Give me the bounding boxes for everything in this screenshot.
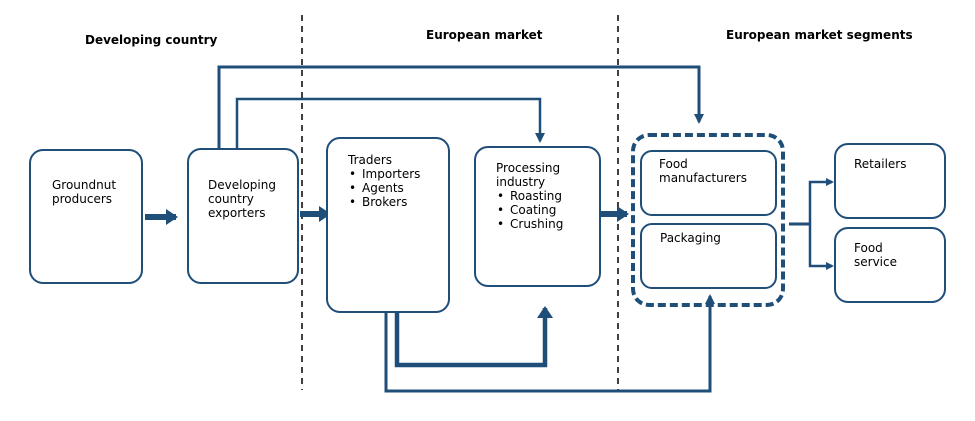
- processing-text: Processing industry Roasting Coating Cru…: [496, 161, 576, 231]
- arrow-to-retailers: [808, 178, 834, 224]
- segments-dashed-group: [631, 133, 785, 307]
- traders-item-brokers: Brokers: [348, 195, 420, 209]
- box-food-service: [834, 227, 946, 303]
- food-manufacturers-label: Food manufacturers: [659, 157, 747, 185]
- arrow-to-food-service: [808, 224, 834, 270]
- arrow-exporters-to-food-manufacturers: [217, 65, 704, 148]
- arrow-traders-to-packaging: [384, 294, 715, 393]
- processing-item-roasting: Roasting: [496, 189, 576, 203]
- processing-item-crushing: Crushing: [496, 217, 576, 231]
- exporters-label: Developing country exporters: [208, 178, 276, 220]
- traders-title: Traders: [348, 153, 393, 167]
- retailers-label: Retailers: [854, 157, 907, 171]
- processing-list: Roasting Coating Crushing: [496, 189, 576, 231]
- arrow-exporters-to-processing: [235, 97, 545, 148]
- traders-text: Traders Importers Agents Brokers: [348, 153, 420, 209]
- box-retailers: [834, 143, 946, 219]
- header-developing-country: Developing country: [85, 33, 218, 47]
- processing-title: Processing industry: [496, 161, 561, 189]
- box-packaging: [640, 223, 777, 289]
- box-groundnut-producers: [29, 149, 143, 284]
- arrow-traders-to-processing: [394, 306, 553, 368]
- packaging-label: Packaging: [660, 231, 721, 245]
- box-exporters: [187, 148, 299, 284]
- box-food-manufacturers: [640, 150, 777, 216]
- food-service-label: Food service: [854, 241, 897, 269]
- traders-item-importers: Importers: [348, 167, 420, 181]
- traders-item-agents: Agents: [348, 181, 420, 195]
- header-european-market-segments: European market segments: [726, 28, 913, 42]
- header-european-market: European market: [426, 28, 543, 42]
- traders-list: Importers Agents Brokers: [348, 167, 420, 209]
- processing-item-coating: Coating: [496, 203, 576, 217]
- groundnut-producers-label: Groundnut producers: [52, 178, 117, 206]
